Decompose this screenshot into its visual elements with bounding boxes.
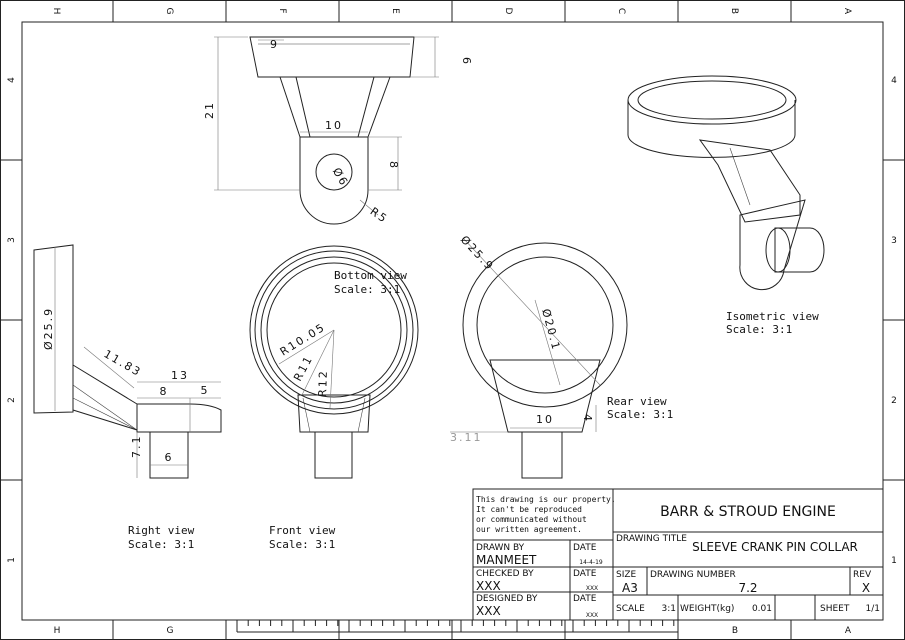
notice-line: our written agreement. (476, 525, 582, 534)
dim-r12: R12 (316, 369, 330, 397)
zone-row-left: 1 (7, 557, 17, 563)
checked-date-label: DATE (573, 569, 597, 579)
zone-row-left: 4 (7, 77, 17, 83)
dim-8: 8 (387, 161, 400, 170)
dim-right-6: 6 (165, 451, 174, 464)
zone-row-right: 4 (891, 76, 897, 86)
drawing-number-label: DRAWING NUMBER (650, 570, 736, 580)
dim-right-8: 8 (160, 385, 169, 398)
dim-13: 13 (171, 369, 189, 382)
title-block: This drawing is our property. It can't b… (472, 488, 884, 621)
drawing-number: 7.2 (738, 581, 757, 595)
zone-row-left: 3 (7, 237, 17, 243)
right-view: Ø25.9 11.83 13 8 5 7.1 6 (33, 244, 222, 479)
dim-d201: Ø20.1 (539, 307, 563, 352)
right-view-scale: Scale: 3:1 (128, 538, 194, 551)
zone-col-bottom: G (167, 626, 174, 636)
zone-col-bottom: B (732, 626, 738, 636)
rev-label: REV (853, 570, 872, 580)
designed-by-label: DESIGNED BY (476, 594, 538, 604)
size: A3 (622, 581, 638, 595)
rear-view: Ø25.9 Ø20.1 10 4 3.11 Rear view Scale: 3… (450, 233, 673, 479)
drawn-by-label: DRAWN BY (476, 543, 525, 553)
dim-311: 3.11 (450, 431, 483, 444)
weight-label: WEIGHT(kg) (680, 604, 734, 614)
size-label: SIZE (616, 570, 637, 580)
dim-right-d259: Ø25.9 (42, 307, 55, 350)
drawn-date: 14-4-19 (579, 559, 603, 566)
front-view: R10.05 R11 R12 Bottom view Scale: 3:1 (249, 245, 419, 479)
weight: 0.01 (752, 604, 772, 614)
notice-line: This drawing is our property. (476, 495, 616, 504)
zone-row-right: 3 (891, 236, 897, 246)
zone-col-top: G (164, 8, 174, 15)
bottom-view-name: Bottom view (334, 269, 407, 282)
zone-col-top: C (616, 8, 626, 14)
zone-row-left: 2 (7, 397, 17, 403)
dim-71: 7.1 (130, 435, 143, 459)
drawn-date-label: DATE (573, 543, 597, 553)
dim-r1005: R10.05 (278, 320, 328, 358)
zone-col-bottom: H (54, 626, 61, 636)
zone-labels: H G F E D C B A H G B A 4 3 2 1 4 3 2 1 (7, 8, 897, 636)
isometric-view-name: Isometric view (726, 310, 819, 323)
rev: X (862, 581, 870, 595)
zone-row-right: 1 (891, 556, 897, 566)
rear-view-scale: Scale: 3:1 (607, 408, 673, 421)
checked-by-label: CHECKED BY (476, 569, 534, 579)
dim-rear-4: 4 (581, 414, 594, 423)
zone-col-top: D (503, 8, 513, 15)
right-view-name: Right view (128, 524, 195, 537)
dim-r5: R5 (368, 205, 391, 226)
designed-date: XXX (586, 612, 598, 619)
checked-date: XXX (586, 585, 598, 592)
dim-r11: R11 (291, 353, 315, 384)
notice-line: or communicated without (476, 515, 587, 524)
scale-label: SCALE (616, 604, 645, 614)
zone-col-top: E (390, 8, 400, 14)
isometric-view: Isometric view Scale: 3:1 (627, 75, 825, 336)
dim-hole: Ø6 (330, 166, 351, 190)
scale-ruler (236, 620, 678, 633)
dim-21: 21 (203, 101, 216, 119)
sheet: 1/1 (866, 604, 880, 614)
notice-line: It can't be reproduced (476, 505, 582, 514)
drawn-by: MANMEET (476, 553, 537, 567)
bottom-view: 9 6 21 10 8 Ø6 R5 (203, 36, 473, 226)
dim-d259: Ø25.9 (458, 233, 497, 273)
company-name: BARR & STROUD ENGINE (660, 504, 836, 520)
dim-10: 10 (325, 119, 343, 132)
zone-col-top: A (842, 8, 852, 15)
scale: 3:1 (662, 604, 676, 614)
front-view-name: Front view (269, 524, 336, 537)
bottom-view-scale: Scale: 3:1 (334, 283, 400, 296)
drawing-title: SLEEVE CRANK PIN COLLAR (692, 540, 858, 554)
isometric-view-scale: Scale: 3:1 (726, 323, 792, 336)
zone-row-right: 2 (891, 396, 897, 406)
zone-col-top: F (277, 8, 287, 13)
dim-1183: 11.83 (102, 347, 144, 379)
zone-col-top: B (729, 8, 739, 14)
zone-col-bottom: A (845, 626, 852, 636)
rear-view-name: Rear view (607, 395, 667, 408)
checked-by: XXX (476, 579, 501, 593)
sheet-label: SHEET (820, 604, 850, 614)
zone-col-top: H (51, 8, 61, 15)
dim-rear-10: 10 (536, 413, 554, 426)
designed-date-label: DATE (573, 594, 597, 604)
front-view-scale: Scale: 3:1 (269, 538, 335, 551)
dim-6: 6 (460, 57, 473, 66)
dim-right-5: 5 (201, 384, 210, 397)
designed-by: XXX (476, 604, 501, 618)
dim-9: 9 (270, 38, 279, 51)
drawing-title-label: DRAWING TITLE (616, 534, 687, 544)
